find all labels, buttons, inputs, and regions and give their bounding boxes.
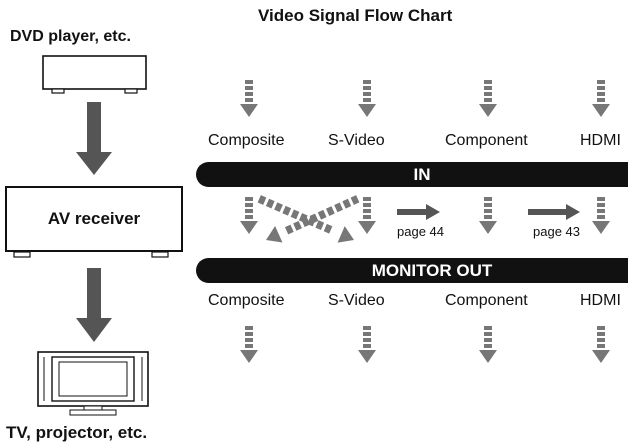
svideo-to-composite-arrow	[266, 195, 360, 243]
dvd-player-icon	[42, 55, 147, 94]
composite-svideo-conversion-arrows	[257, 195, 360, 243]
input-label-component: Component	[445, 132, 528, 149]
upconversion-arrows	[397, 204, 580, 220]
output-label-svideo: S-Video	[328, 292, 385, 309]
input-dotted-arrow-svideo	[358, 80, 376, 117]
av-receiver-box: AV receiver	[5, 186, 183, 252]
output-label-hdmi: HDMI	[580, 292, 621, 309]
output-dotted-arrow-svideo	[358, 326, 376, 363]
dotted-flow-arrows	[240, 80, 610, 363]
output-dotted-arrow-composite	[240, 326, 258, 363]
input-dotted-arrow-hdmi	[592, 80, 610, 117]
receiver-feet	[13, 251, 169, 258]
tv-icon	[37, 351, 149, 416]
arrow-to-component	[397, 204, 440, 220]
conversion-dotted-arrow-component	[479, 197, 497, 234]
conversion-dotted-arrow-svideo	[358, 197, 376, 234]
display-device-label: TV, projector, etc.	[6, 423, 148, 442]
input-label-svideo: S-Video	[328, 132, 385, 149]
page-ref-44: page 44	[397, 224, 444, 239]
chart-title: Video Signal Flow Chart	[258, 6, 453, 25]
receiver-to-display-arrow	[76, 268, 112, 342]
input-dotted-arrow-component	[479, 80, 497, 117]
source-to-receiver-arrow	[76, 102, 112, 175]
input-label-hdmi: HDMI	[580, 132, 621, 149]
monitor-out-bar-label: MONITOR OUT	[371, 260, 493, 280]
in-bar-label: IN	[413, 164, 431, 184]
output-label-component: Component	[445, 292, 528, 309]
input-label-composite: Composite	[208, 132, 285, 149]
conversion-dotted-arrow-composite	[240, 197, 258, 234]
output-dotted-arrow-component	[479, 326, 497, 363]
conversion-dotted-arrow-hdmi	[592, 197, 610, 234]
page-ref-43: page 43	[533, 224, 580, 239]
output-dotted-arrow-hdmi	[592, 326, 610, 363]
av-receiver-label: AV receiver	[47, 209, 141, 228]
in-bar: IN	[196, 162, 628, 187]
arrow-to-hdmi	[528, 204, 580, 220]
source-device-label: DVD player, etc.	[10, 28, 131, 45]
input-dotted-arrow-composite	[240, 80, 258, 117]
monitor-out-bar: MONITOR OUT	[196, 258, 628, 283]
output-label-composite: Composite	[208, 292, 285, 309]
